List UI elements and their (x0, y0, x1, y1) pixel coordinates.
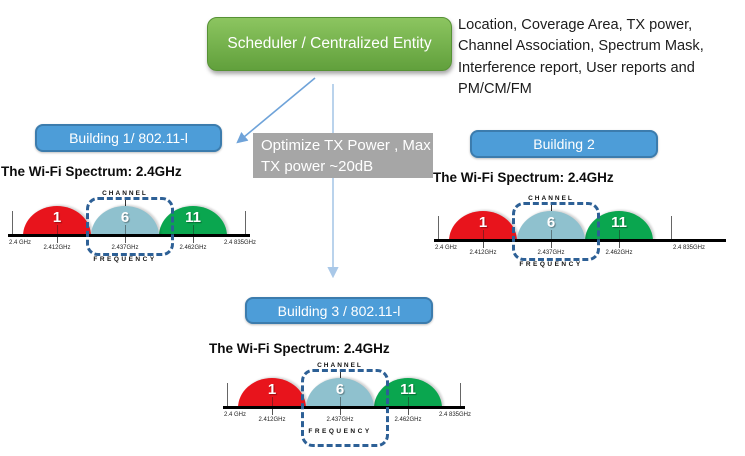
channel-6-number: 6 (335, 381, 345, 398)
optimize-tx-power-note: Optimize TX Power , Max TX power ~20dB (253, 133, 433, 178)
channel-1-center-line (57, 225, 58, 236)
band-start-label: 2.4 GHz (435, 245, 458, 251)
scheduler-to-building1-arrow (236, 77, 316, 144)
scheduler-outputs-text: Location, Coverage Area, TX power, Chann… (458, 17, 704, 98)
channel-1-number: 1 (478, 214, 488, 231)
spectrum-chart-building3: CHANNEL 1 6 11 2.4 GHz 2.412GHz 2.437 (223, 362, 523, 454)
axis-right-end-line (460, 383, 461, 406)
building1-node: Building 1/ 802.11-l (35, 124, 222, 152)
building3-node: Building 3 / 802.11-l (245, 297, 433, 324)
optimize-line2: TX power ~20dB (261, 158, 374, 175)
channel-1-number: 1 (52, 209, 62, 226)
channel-1-center-line (272, 397, 273, 408)
freq-label-ch1: 2.412GHz (469, 250, 497, 256)
tick-2412 (483, 242, 484, 248)
tick-2412 (272, 409, 273, 415)
freq-label-ch6: 2.437GHz (326, 417, 354, 423)
frequency-axis-label: FREQUENCY (93, 256, 157, 263)
spectrum-title-building1: The Wi-Fi Spectrum: 2.4GHz (1, 164, 182, 179)
axis-left-end-line (227, 383, 228, 406)
band-start-label: 2.4 GHz (224, 412, 247, 418)
channel-11-center-line (193, 225, 194, 236)
spectrum-title-building3: The Wi-Fi Spectrum: 2.4GHz (209, 341, 390, 356)
freq-label-ch11: 2.462GHz (394, 417, 422, 423)
spectrum-chart-building2: CHANNEL 1 6 11 2.4 GHz 2.412GHz 2.437 (434, 195, 734, 287)
channel-1-center-line (483, 230, 484, 241)
channel-6-number: 6 (546, 214, 556, 231)
tick-2437 (125, 237, 126, 243)
tick-2462 (408, 409, 409, 415)
frequency-axis-line (434, 239, 726, 242)
channel-axis-label: CHANNEL (102, 190, 148, 197)
tick-2412 (57, 237, 58, 243)
scheduler-label: Scheduler / Centralized Entity (227, 35, 432, 52)
band-end-label: 2.4 835GHz (223, 240, 256, 246)
freq-label-ch6: 2.437GHz (111, 245, 139, 251)
channel-1-lobe: 1 (23, 206, 91, 236)
frequency-axis-label: FREQUENCY (308, 428, 372, 435)
wifi-spectrum-diagram: CHANNEL 1 6 11 2.4 GHz 2.412GHz 2.437 (223, 362, 523, 454)
optimize-line1: Optimize TX Power , Max (261, 137, 431, 154)
tick-2462 (193, 237, 194, 243)
spectrum-title-building2: The Wi-Fi Spectrum: 2.4GHz (433, 170, 614, 185)
frequency-axis-line (223, 406, 465, 409)
channel-11-number: 11 (400, 381, 416, 398)
channel-pointer-line (551, 204, 552, 211)
frequency-axis-line (8, 234, 250, 237)
freq-label-ch6: 2.437GHz (537, 250, 565, 256)
freq-label-ch1: 2.412GHz (258, 417, 286, 423)
tick-2437 (340, 409, 341, 415)
wifi-spectrum-diagram: CHANNEL 1 6 11 2.4 GHz 2.412GHz 2.437 (434, 195, 734, 287)
wifi-spectrum-diagram: CHANNEL 1 6 11 2.4 GHz 2.412GHz 2.437 (8, 190, 308, 282)
channel-axis-label: CHANNEL (317, 362, 363, 369)
channel-1-lobe: 1 (449, 211, 517, 241)
channel-axis-label: CHANNEL (528, 195, 574, 202)
channel-1-number: 1 (267, 381, 277, 398)
channel6-highlight-dashed-box (512, 202, 600, 261)
channel-6-number: 6 (120, 209, 130, 226)
axis-left-end-line (438, 216, 439, 239)
freq-label-ch11: 2.462GHz (179, 245, 207, 251)
channel-11-center-line (408, 397, 409, 408)
channel6-highlight-dashed-box (86, 197, 174, 256)
channel-6-center-line (340, 397, 341, 408)
channel-11-number: 11 (185, 209, 201, 226)
tick-2462 (619, 242, 620, 248)
band-end-label: 2.4 835GHz (438, 412, 471, 418)
tick-2437 (551, 242, 552, 248)
scheduler-node: Scheduler / Centralized Entity (207, 17, 452, 71)
spectrum-chart-building1: CHANNEL 1 6 11 2.4 GHz 2.412GHz 2.437 (8, 190, 308, 282)
band-start-label: 2.4 GHz (9, 240, 32, 246)
frequency-axis-label: FREQUENCY (519, 261, 583, 268)
channel-pointer-line (340, 371, 341, 378)
channel6-highlight-dashed-box (301, 369, 389, 447)
axis-left-end-line (12, 211, 13, 234)
channel-6-center-line (551, 230, 552, 241)
channel-11-center-line (619, 230, 620, 241)
channel-6-center-line (125, 225, 126, 236)
building2-node: Building 2 (470, 130, 658, 158)
channel-1-lobe: 1 (238, 378, 306, 408)
freq-label-ch1: 2.412GHz (43, 245, 71, 251)
band-end-label: 2.4 835GHz (672, 245, 706, 251)
channel-pointer-line (125, 199, 126, 206)
channel-11-number: 11 (611, 214, 627, 231)
axis-right-end-line (671, 216, 672, 239)
freq-label-ch11: 2.462GHz (605, 250, 633, 256)
axis-right-end-line (245, 211, 246, 234)
